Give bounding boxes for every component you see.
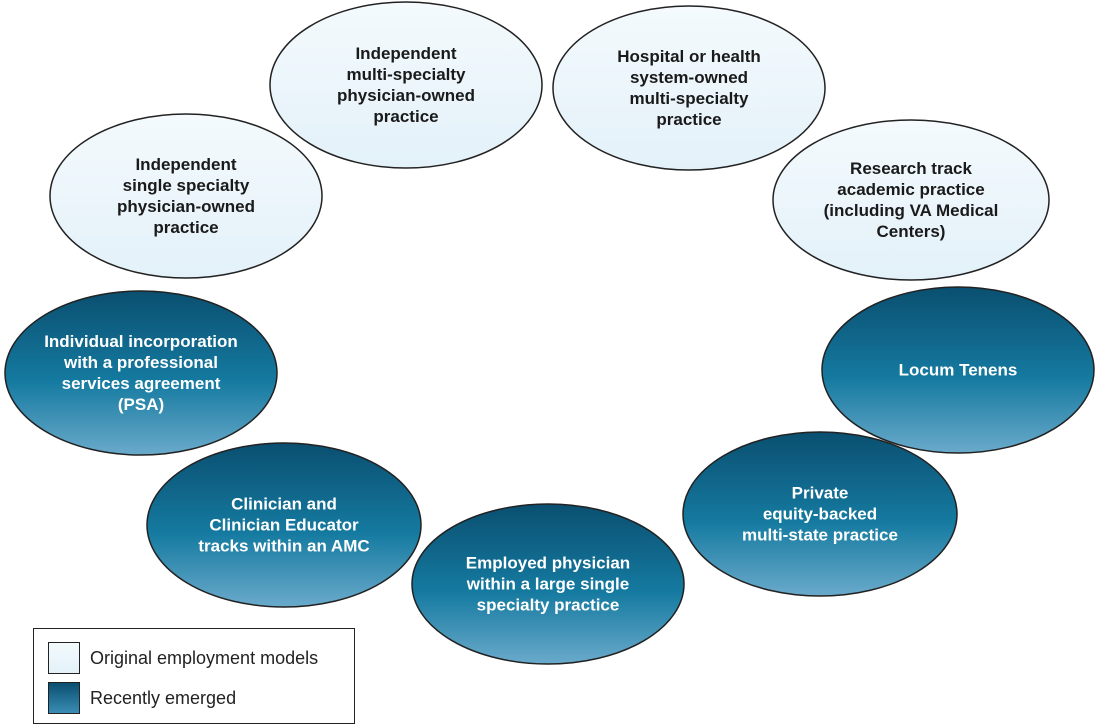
node-ellipse-individual-incorporation-psa	[4, 290, 278, 456]
node-ellipse-research-track-academic	[772, 119, 1050, 281]
legend-label-recent: Recently emerged	[90, 687, 237, 708]
legend: Original employment models Recently emer…	[33, 628, 355, 724]
node-label-line: Private	[791, 483, 849, 503]
node-ellipse-locum-tenens	[821, 286, 1095, 454]
node-label-line: single specialty	[122, 176, 250, 195]
node-label-hospital-owned-multi-specialty: Hospital or health system-owned multi-spec…	[617, 46, 761, 130]
node-label-line: multi-specialty	[629, 89, 749, 108]
node-label-line: Independent	[135, 155, 237, 174]
node-ellipse-clinician-educator-amc	[146, 442, 422, 608]
node-label-line: equity-backed	[762, 504, 878, 524]
node-label-line: specialty practice	[476, 595, 620, 615]
node-label-line: Hospital or health	[617, 47, 761, 66]
node-label-line: services agreement	[61, 374, 221, 393]
node-label-line: system-owned	[629, 68, 749, 87]
node-label-line: (including VA Medical	[823, 201, 999, 220]
node-label-line: multi-state practice	[742, 525, 898, 545]
legend-item-recent: Recently emerged	[48, 682, 236, 714]
node-label-line: tracks within an AMC	[198, 536, 370, 556]
node-label-line: (PSA)	[117, 395, 165, 414]
node-label-line: multi-specialty	[346, 65, 466, 84]
node-label-line: physician-owned	[337, 86, 475, 105]
node-label-independent-multi-specialty: Independent multi-specialty physician-owne…	[337, 43, 475, 127]
node-ellipse-independent-multi-specialty	[269, 1, 543, 169]
node-label-research-track-academic: Research track academic practice (includin…	[824, 158, 999, 242]
node-label-locum-tenens: Locum Tenens	[899, 360, 1018, 381]
legend-label-original: Original employment models	[90, 647, 319, 668]
node-label-line: Clinician Educator	[209, 515, 359, 535]
node-label-line: practice	[656, 110, 722, 129]
node-label-line: with a professional	[64, 353, 218, 372]
node-ellipse-employed-large-single-specialty	[411, 503, 685, 665]
node-label-independent-single-specialty: Independent single specialty physician-own…	[117, 154, 255, 238]
node-label-line: Locum Tenens	[898, 360, 1018, 380]
node-label-line: practice	[153, 218, 219, 237]
node-label-line: Independent	[355, 44, 457, 63]
node-label-line: Centers)	[876, 222, 946, 241]
legend-swatch-original	[48, 642, 80, 674]
node-ellipse-private-equity-backed	[682, 431, 958, 597]
node-label-line: physician-owned	[117, 197, 255, 216]
node-ellipse-hospital-owned-multi-specialty	[552, 5, 826, 171]
node-label-line: Employed physician	[465, 553, 631, 573]
node-label-line: within a large single	[466, 574, 630, 594]
node-label-line: practice	[373, 107, 439, 126]
node-ellipse-independent-single-specialty	[49, 113, 323, 279]
node-label-line: academic practice	[837, 180, 985, 199]
node-label-individual-incorporation-psa: Individual incorporation with a professio…	[44, 331, 238, 415]
node-label-line: Clinician and	[231, 494, 337, 514]
legend-item-original: Original employment models	[48, 642, 318, 674]
legend-swatch-recent	[48, 682, 80, 714]
node-label-line: Individual incorporation	[44, 332, 238, 351]
node-label-line: Research track	[850, 159, 972, 178]
